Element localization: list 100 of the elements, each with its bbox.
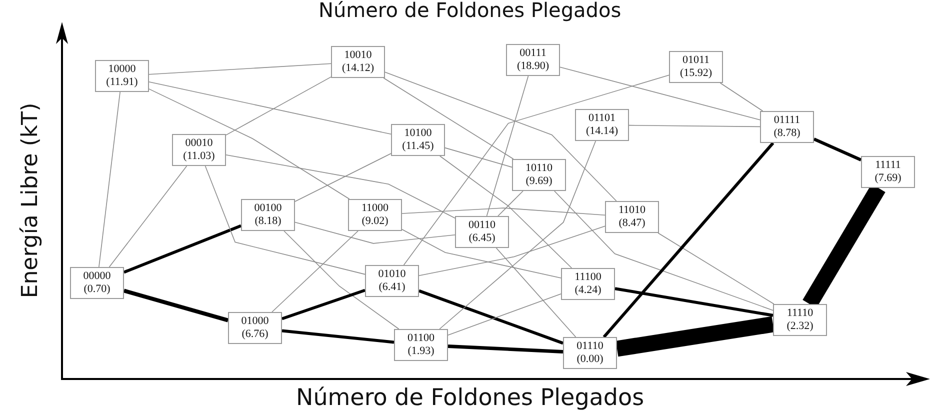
connector-line bbox=[554, 190, 774, 311]
state-code: 11111 bbox=[875, 159, 901, 172]
connector-line bbox=[418, 289, 564, 345]
state-box bbox=[228, 312, 282, 344]
connector-line bbox=[444, 147, 512, 168]
energy-value: (8.47) bbox=[618, 217, 646, 230]
state-box bbox=[70, 267, 124, 299]
state-code: 10110 bbox=[525, 162, 553, 175]
connector-line bbox=[294, 153, 392, 202]
state-box bbox=[348, 199, 402, 231]
energy-value: (14.14) bbox=[586, 125, 618, 138]
state-code: 11100 bbox=[574, 271, 602, 284]
state-box bbox=[561, 268, 615, 300]
energy-value: (15.92) bbox=[680, 67, 712, 80]
state-code: 11110 bbox=[786, 307, 814, 320]
connector-line bbox=[123, 288, 229, 322]
energy-value: (4.24) bbox=[574, 284, 602, 297]
connector-line bbox=[403, 74, 670, 266]
state-box bbox=[506, 44, 560, 76]
energy-value: (7.69) bbox=[874, 172, 902, 185]
state-box bbox=[512, 159, 566, 191]
connector-line bbox=[148, 63, 332, 75]
energy-value: (6.41) bbox=[378, 281, 406, 294]
state-box bbox=[241, 199, 295, 231]
state-code: 01101 bbox=[588, 112, 616, 125]
connector-line bbox=[560, 66, 760, 120]
energy-value: (11.45) bbox=[402, 140, 434, 153]
state-code: 00110 bbox=[468, 219, 496, 232]
state-code: 00100 bbox=[254, 202, 282, 215]
connector-line bbox=[486, 76, 529, 216]
connector-line bbox=[226, 154, 456, 219]
state-code: 01011 bbox=[682, 54, 710, 67]
state-code: 01111 bbox=[774, 114, 800, 127]
state-code: 01000 bbox=[241, 315, 269, 328]
state-box bbox=[331, 46, 385, 78]
state-box bbox=[563, 337, 617, 369]
connector-line bbox=[402, 229, 562, 278]
connector-line bbox=[813, 138, 862, 162]
connector-line bbox=[294, 222, 456, 244]
connector-line bbox=[98, 92, 120, 268]
state-box bbox=[669, 51, 723, 83]
connector-line bbox=[148, 81, 392, 135]
state-box bbox=[394, 329, 448, 361]
connector-line bbox=[282, 329, 394, 344]
connector-line bbox=[628, 124, 760, 128]
energy-value: (6.45) bbox=[468, 232, 496, 245]
state-code: 10010 bbox=[344, 49, 372, 62]
state-box bbox=[172, 134, 226, 166]
connector-line bbox=[614, 287, 774, 317]
energy-value: (8.18) bbox=[254, 215, 282, 228]
state-box bbox=[861, 156, 915, 188]
state-box bbox=[365, 265, 419, 297]
connector-line bbox=[226, 76, 332, 136]
connector-line bbox=[720, 82, 764, 112]
connector-line bbox=[418, 226, 606, 276]
connector-line bbox=[496, 248, 576, 338]
x-axis-label: Número de Foldones Plegados bbox=[296, 385, 644, 411]
state-code: 11000 bbox=[361, 202, 389, 215]
connector-line bbox=[284, 230, 400, 330]
connector-line bbox=[440, 156, 572, 268]
chart-title: Número de Foldones Plegados bbox=[318, 0, 622, 22]
connector-line bbox=[123, 224, 242, 274]
connector-line bbox=[448, 344, 564, 354]
connector-line bbox=[448, 293, 562, 336]
energy-value: (6.76) bbox=[242, 328, 268, 341]
state-code: 11010 bbox=[618, 204, 646, 217]
state-box bbox=[95, 60, 149, 92]
state-box bbox=[455, 216, 509, 248]
connector-line bbox=[439, 140, 596, 330]
connector-line bbox=[272, 230, 358, 312]
state-code: 10000 bbox=[108, 63, 136, 76]
connector-line bbox=[616, 316, 774, 357]
state-code: 10100 bbox=[404, 127, 432, 140]
energy-value: (18.90) bbox=[516, 60, 550, 73]
connector-line bbox=[402, 208, 606, 216]
connector-line bbox=[384, 72, 617, 202]
state-box bbox=[773, 304, 827, 336]
energy-value: (0.70) bbox=[84, 283, 110, 296]
connector-line bbox=[148, 88, 350, 200]
energy-value: (11.91) bbox=[106, 76, 138, 89]
state-box bbox=[575, 109, 629, 141]
connector-line bbox=[108, 166, 188, 268]
energy-value: (11.03) bbox=[183, 150, 215, 163]
state-box bbox=[391, 124, 445, 156]
energy-value: (9.02) bbox=[362, 215, 388, 228]
y-axis-label: Energía Libre (kT) bbox=[18, 102, 43, 298]
energy-value: (8.78) bbox=[774, 127, 800, 140]
connector-line bbox=[658, 232, 774, 304]
connector-line bbox=[383, 78, 514, 160]
connector-line bbox=[282, 288, 366, 320]
state-code: 00111 bbox=[520, 47, 546, 60]
energy-value: (2.32) bbox=[786, 320, 814, 333]
energy-value: (14.12) bbox=[342, 62, 374, 75]
energy-value: (9.69) bbox=[526, 175, 552, 188]
connector-line bbox=[204, 166, 366, 275]
state-code: 01010 bbox=[378, 268, 406, 281]
state-box bbox=[605, 201, 659, 233]
energy-value: (0.00) bbox=[576, 353, 604, 366]
state-code: 00010 bbox=[185, 137, 213, 150]
connector-line bbox=[602, 142, 774, 338]
